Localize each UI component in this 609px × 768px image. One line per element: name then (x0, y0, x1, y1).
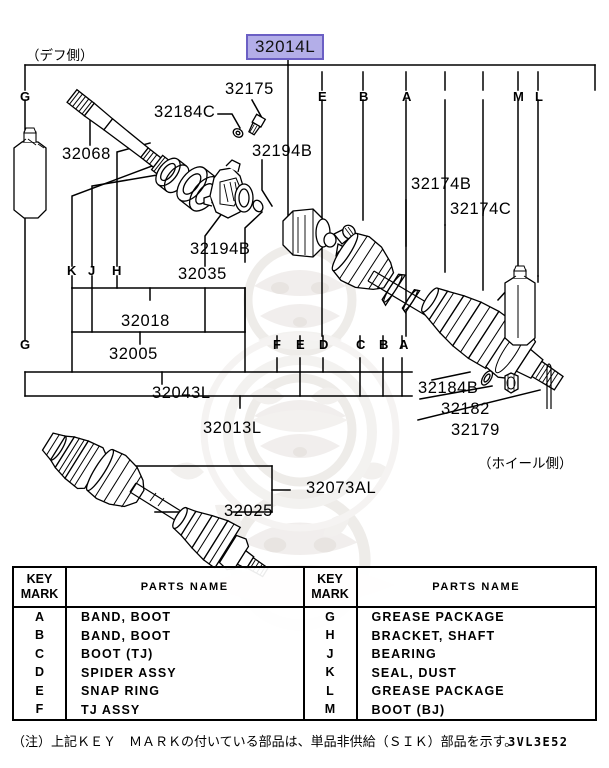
table-row[interactable]: K SEAL, DUST (305, 663, 596, 682)
key-mark-top-a: A (402, 89, 412, 104)
part-number-32179[interactable]: 32179 (451, 421, 500, 439)
table-row[interactable]: M BOOT (BJ) (305, 700, 596, 719)
row-key-g: G (305, 608, 358, 627)
footnote-key-mark: （注）上記ＫＥＹ ＭＡＲＫの付いている部品は、単品非供給（ＳＩＫ）部品を示す。 (12, 735, 518, 750)
side-label-wheel: （ホイール側） (478, 456, 573, 472)
header-key-line2: MARK (20, 587, 59, 601)
grease-package-icon-right (504, 265, 536, 346)
part-number-32043l[interactable]: 32043L (152, 384, 211, 402)
part-number-32184c[interactable]: 32184C (154, 103, 216, 121)
part-number-32018[interactable]: 32018 (121, 312, 170, 330)
header-key-line1: KEY (26, 572, 53, 587)
table-header-row-left: KEY MARK PARTS NAME (14, 568, 303, 608)
table-row[interactable]: D SPIDER ASSY (14, 663, 303, 682)
row-key-f: F (14, 700, 67, 719)
diagram-code: 3VL3E52 (508, 735, 569, 749)
side-label-differential: （デフ側） (26, 48, 94, 64)
part-number-32174c[interactable]: 32174C (450, 200, 512, 218)
header-parts-name-right: PARTS NAME (432, 581, 521, 593)
header-key-mark-left: KEY MARK (14, 568, 67, 606)
header-key-mark-right: KEY MARK (305, 568, 358, 606)
part-number-32194b-upper[interactable]: 32194B (252, 142, 313, 160)
parts-table-left-half: KEY MARK PARTS NAME A BAND, BOOT B BAND,… (14, 568, 305, 719)
row-key-a: A (14, 608, 67, 627)
complete-driveshaft-illustration (41, 432, 269, 578)
key-mark-top-b: B (359, 89, 369, 104)
key-mark-bottom-e: E (296, 337, 305, 352)
header-key-line2-right: MARK (311, 587, 349, 601)
table-row[interactable]: L GREASE PACKAGE (305, 682, 596, 701)
table-row[interactable]: E SNAP RING (14, 682, 303, 701)
row-name-a: BAND, BOOT (81, 610, 172, 625)
parts-table-right-half: KEY MARK PARTS NAME G GREASE PACKAGE H B… (304, 568, 596, 719)
part-number-32005[interactable]: 32005 (109, 345, 158, 363)
row-key-c: C (14, 645, 67, 664)
table-row[interactable]: B BAND, BOOT (14, 626, 303, 645)
key-mark-top-e: E (318, 89, 327, 104)
row-name-c: BOOT (TJ) (81, 647, 154, 662)
part-number-32194b-lower[interactable]: 32194B (190, 240, 251, 258)
part-number-32068[interactable]: 32068 (62, 145, 111, 163)
key-mark-g-top: G (20, 89, 31, 104)
grease-package-icon-left (13, 127, 47, 219)
row-key-j: J (305, 645, 358, 664)
key-mark-h: H (112, 263, 122, 278)
key-mark-bottom-f: F (273, 337, 281, 352)
part-number-32013l[interactable]: 32013L (203, 419, 262, 437)
table-row[interactable]: A BAND, BOOT (14, 608, 303, 627)
table-header-row-right: KEY MARK PARTS NAME (304, 568, 595, 608)
row-key-m: M (305, 700, 358, 719)
part-number-32182[interactable]: 32182 (441, 400, 490, 418)
key-mark-bottom-b: B (379, 337, 389, 352)
row-name-f: TJ ASSY (81, 702, 141, 717)
table-row[interactable]: C BOOT (TJ) (14, 645, 303, 664)
table-row[interactable]: H BRACKET, SHAFT (305, 626, 596, 645)
row-key-l: L (305, 682, 358, 701)
row-key-b: B (14, 626, 67, 645)
header-key-line1-right: KEY (317, 572, 343, 587)
row-name-l: GREASE PACKAGE (371, 684, 505, 699)
table-row[interactable]: F TJ ASSY (14, 700, 303, 719)
row-key-k: K (305, 663, 358, 682)
highlighted-part-number-32014l[interactable]: 32014L (246, 34, 325, 60)
inner-shaft-illustration (66, 88, 267, 219)
key-mark-k: K (67, 263, 77, 278)
row-name-k: SEAL, DUST (371, 665, 457, 680)
row-name-d: SPIDER ASSY (81, 665, 177, 680)
row-name-m: BOOT (BJ) (371, 702, 446, 717)
key-mark-g-bottom: G (20, 337, 31, 352)
header-parts-name-left: PARTS NAME (140, 581, 229, 593)
key-mark-bottom-d: D (319, 337, 329, 352)
row-key-e: E (14, 682, 67, 701)
row-key-h: H (305, 626, 358, 645)
part-number-32025[interactable]: 32025 (224, 502, 273, 520)
key-mark-top-m: M (513, 89, 524, 104)
row-name-e: SNAP RING (81, 684, 161, 699)
part-number-32174b[interactable]: 32174B (411, 175, 472, 193)
row-name-g: GREASE PACKAGE (371, 610, 505, 625)
parts-name-table: KEY MARK PARTS NAME A BAND, BOOT B BAND,… (12, 566, 597, 721)
row-name-b: BAND, BOOT (81, 628, 172, 643)
part-number-32175[interactable]: 32175 (225, 80, 274, 98)
table-row[interactable]: J BEARING (305, 645, 596, 664)
part-number-32073al[interactable]: 32073AL (306, 479, 377, 497)
key-mark-j: J (88, 263, 96, 278)
key-mark-bottom-a: A (399, 337, 409, 352)
row-key-d: D (14, 663, 67, 682)
part-number-32184b[interactable]: 32184B (418, 379, 479, 397)
row-name-h: BRACKET, SHAFT (371, 628, 496, 643)
row-name-j: BEARING (371, 647, 437, 662)
key-mark-top-l: L (535, 89, 543, 104)
tripod-joint-illustration (282, 208, 564, 409)
table-row[interactable]: G GREASE PACKAGE (305, 608, 596, 627)
part-number-32035[interactable]: 32035 (178, 265, 227, 283)
key-mark-bottom-c: C (356, 337, 366, 352)
